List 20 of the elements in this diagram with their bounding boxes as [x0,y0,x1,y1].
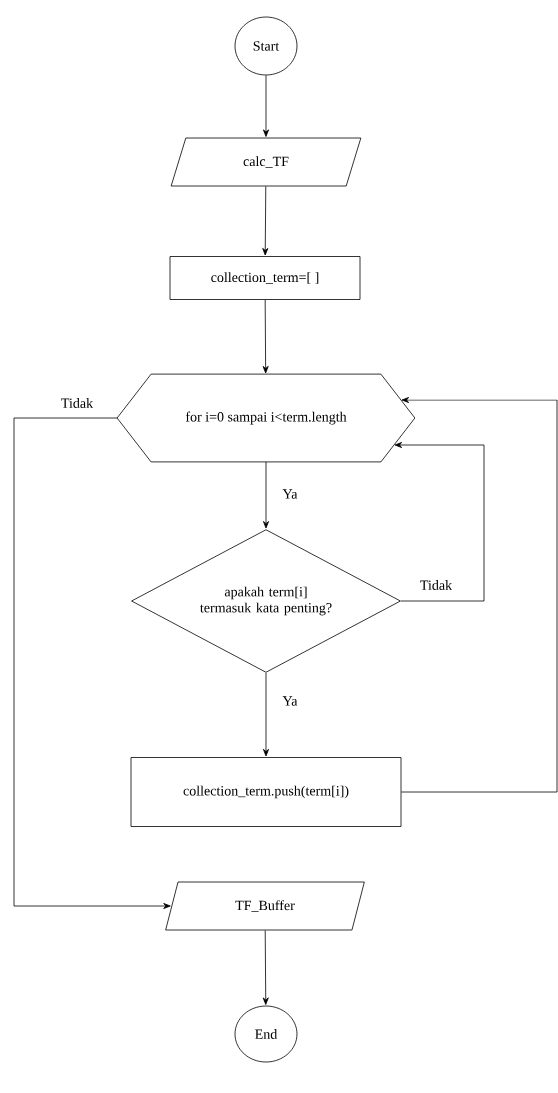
arrow [263,75,269,137]
output-parallelogram: TF_Buffer [165,881,365,931]
edge-label: Ya [281,695,299,707]
arrow [262,299,269,374]
input-parallelogram: calc_TF [170,137,362,187]
edge-label: Ya [281,488,299,500]
process-box: collection_term.push(term[i]) [130,757,402,827]
arrow [13,417,171,909]
arrow [263,461,269,529]
arrow [401,397,558,793]
arrow [262,930,269,1005]
loop-hexagon: for i=0 sampai i<term.length [116,373,416,463]
edge-label: Tidak [418,579,454,591]
edge-label: Tidak [59,397,95,409]
arrow [263,672,269,757]
arrow [262,186,269,256]
process-box: collection_term=[ ] [169,256,361,300]
end-terminal: End [234,1005,298,1063]
arrow [394,442,485,602]
start-terminal: Start [234,16,298,76]
